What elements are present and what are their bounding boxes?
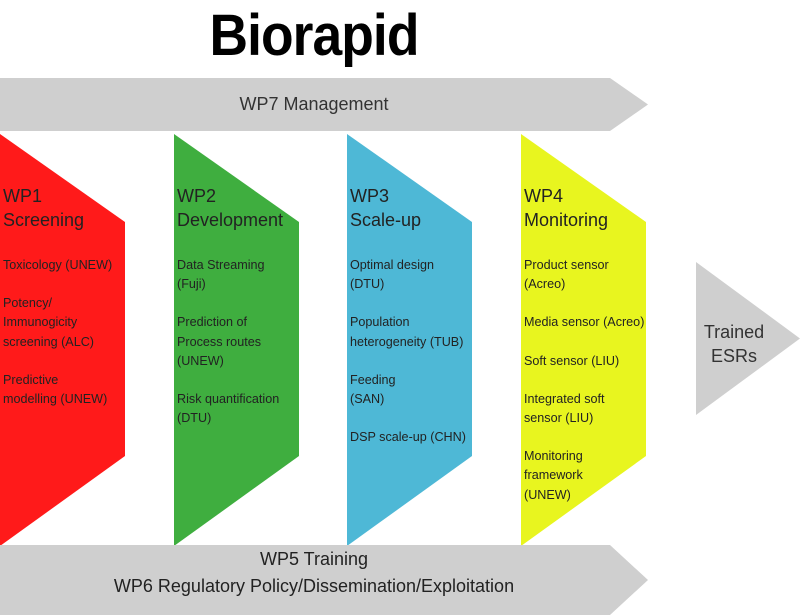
wp5-wp6-arrow xyxy=(0,545,648,615)
list-item: Toxicology (UNEW) xyxy=(3,256,127,275)
wp7-label: WP7 Management xyxy=(239,94,389,114)
wp-name: Screening xyxy=(3,210,85,230)
outcome-label-line1: Trained xyxy=(703,322,765,342)
wp5-label: WP5 Training xyxy=(259,549,369,569)
list-item-line: (UNEW) xyxy=(524,487,571,502)
list-item-line: (UNEW) xyxy=(177,353,224,368)
list-item-line: (Acreo) xyxy=(524,277,566,292)
list-item-line: modelling (UNEW) xyxy=(3,392,108,407)
list-item: Data Streaming (Fuji) xyxy=(177,256,301,294)
list-item-line: Monitoring xyxy=(524,449,583,464)
list-item: Predictive modelling (UNEW) xyxy=(3,371,127,409)
list-item-line: Potency/ xyxy=(3,296,53,311)
column-items: Toxicology (UNEW) Potency/Immunogicity scr… xyxy=(3,256,127,428)
column-wp3-shape xyxy=(347,134,472,546)
list-item: Media sensor (Acreo) xyxy=(524,313,648,332)
list-item-line: DSP scale-up (CHN) xyxy=(350,430,466,445)
wp-name: Development xyxy=(177,210,284,230)
list-item-line: framework xyxy=(524,468,583,483)
list-item: Risk quantification (DTU) xyxy=(177,390,301,428)
column-wp4-shape xyxy=(521,134,646,546)
column-items: Product sensor (Acreo) Media sensor (Acreo… xyxy=(524,256,648,524)
list-item: Feeding (SAN) xyxy=(350,371,474,409)
column-items: Data Streaming (Fuji) Prediction of Process… xyxy=(177,256,301,447)
list-item-line: Media sensor (Acreo) xyxy=(524,315,645,330)
list-item-line: (Fuji) xyxy=(177,277,206,292)
list-item-line: Risk quantification xyxy=(177,392,280,407)
list-item-line: heterogeneity (TUB) xyxy=(350,334,464,349)
wp-name: Monitoring xyxy=(524,210,609,230)
list-item: Product sensor (Acreo) xyxy=(524,256,648,294)
list-item-line: (SAN) xyxy=(350,392,385,407)
list-item-line: Integrated soft xyxy=(524,391,605,406)
outcome-label: Trained ESRs xyxy=(695,320,773,368)
list-item-line: Optimal design xyxy=(350,258,434,272)
list-item-line: Predictive xyxy=(3,372,59,387)
list-item: Soft sensor (LIU) xyxy=(524,352,648,371)
column-wp2-shape xyxy=(174,134,299,546)
outcome-chevron-shape xyxy=(696,262,800,415)
wp-code: WP2 xyxy=(177,186,217,206)
wp-name: Scale-up xyxy=(350,210,422,230)
list-item-line: Soft sensor (LIU) xyxy=(524,353,620,368)
list-item: Prediction of Process routes (UNEW) xyxy=(177,313,301,371)
list-item: DSP scale-up (CHN) xyxy=(350,428,474,447)
outcome-chevron xyxy=(696,262,800,415)
wp6-label: WP6 Regulatory Policy/Dissemination/Expl… xyxy=(113,576,515,596)
list-item-line: (DTU) xyxy=(350,277,385,292)
list-item: Monitoring framework (UNEW) xyxy=(524,447,648,505)
wp-code: WP4 xyxy=(524,186,564,206)
list-item-line: Product sensor xyxy=(524,258,609,272)
list-item: Potency/Immunogicity screening (ALC) xyxy=(3,294,127,352)
list-item-line: screening (ALC) xyxy=(3,334,94,349)
wp-code: WP1 xyxy=(3,186,43,206)
list-item: Population heterogeneity (TUB) xyxy=(350,313,474,351)
column-items: Optimal design (DTU) Population heterogenei… xyxy=(350,256,474,466)
outcome-label-line2: ESRs xyxy=(710,346,757,366)
list-item-line: Immunogicity xyxy=(3,315,78,330)
wp7-arrow xyxy=(0,78,648,131)
wp-code: WP3 xyxy=(350,186,390,206)
wp5-wp6-arrow-shape xyxy=(0,545,648,615)
list-item: Integrated soft sensor (LIU) xyxy=(524,390,648,428)
list-item-line: (DTU) xyxy=(177,411,212,426)
list-item-line: Data Streaming xyxy=(177,258,265,272)
list-item-line: Process routes xyxy=(177,334,261,349)
list-item: Optimal design (DTU) xyxy=(350,256,474,294)
list-item-line: Feeding xyxy=(350,372,396,387)
list-item-line: sensor (LIU) xyxy=(524,411,594,426)
list-item-line: Toxicology (UNEW) xyxy=(3,258,113,272)
list-item-line: Prediction of xyxy=(177,315,248,330)
wp7-arrow-shape xyxy=(0,78,648,131)
list-item-line: Population xyxy=(350,315,410,330)
page-title: Biorapid xyxy=(209,3,419,68)
column-wp1-shape xyxy=(0,134,125,546)
